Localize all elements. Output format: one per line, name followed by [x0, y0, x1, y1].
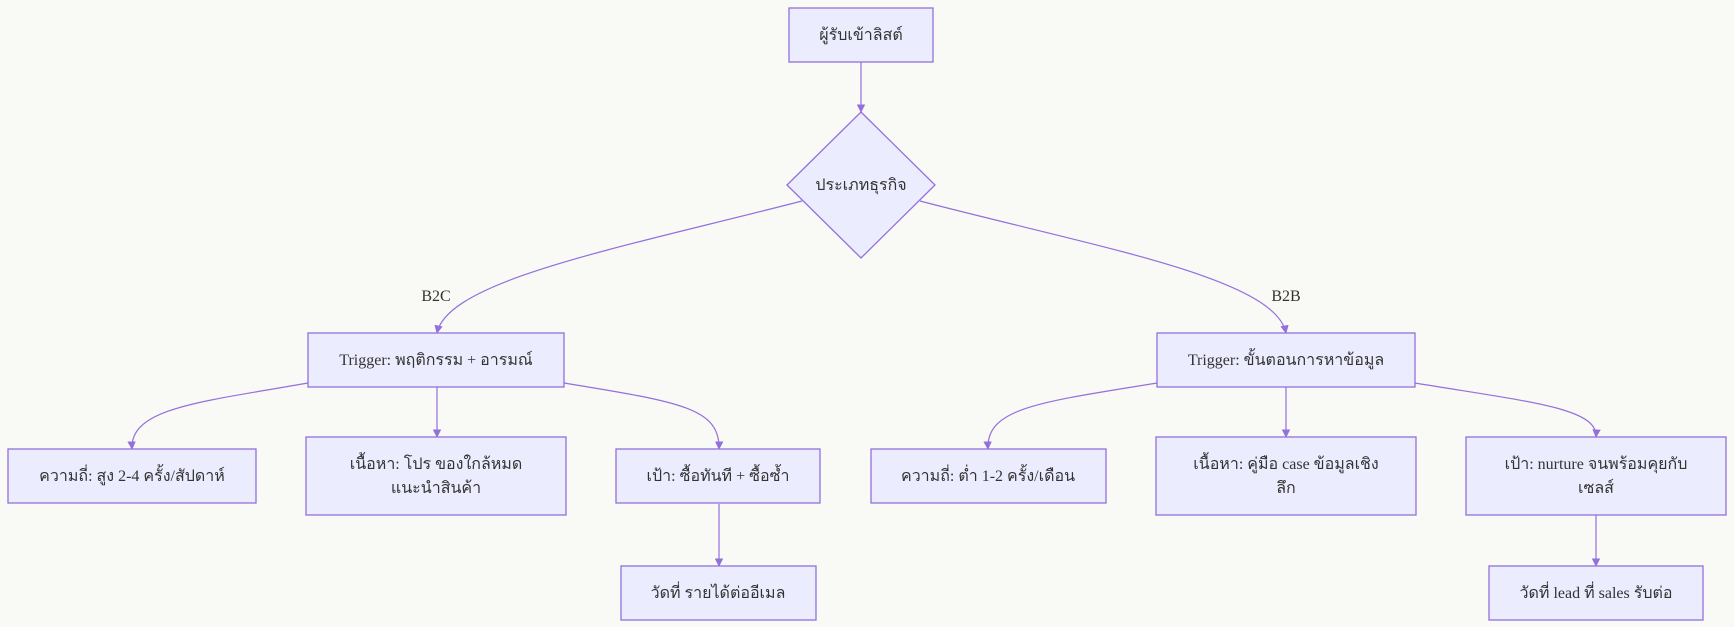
edges [127, 62, 1601, 567]
node-b2c-goal-text: เป้า: ซื้อทันที + ซื้อซ้ำ [647, 464, 790, 485]
edge-decision-to-b2c [434, 200, 803, 334]
node-b2c-content-text-line1: เนื้อหา: โปร ของใกล้หมด [350, 452, 522, 473]
node-start-text: ผู้รับเข้าลิสต์ [819, 25, 902, 45]
node-b2c-goal: เป้า: ซื้อทันที + ซื้อซ้ำ [615, 448, 821, 504]
edge-decision-to-b2b [919, 200, 1289, 334]
node-b2b-frequency-text: ความถี่: ต่ำ 1-2 ครั้ง/เดือน [901, 464, 1075, 485]
node-b2c-content-text-line2: แนะนำสินค้า [391, 479, 481, 497]
node-b2b-content-text-line1: เนื้อหา: คู่มือ case ข้อมูลเชิง [1193, 452, 1378, 474]
node-b2c-content: เนื้อหา: โปร ของใกล้หมด แนะนำสินค้า [305, 436, 567, 516]
node-b2b-metric: วัดที่ lead ที่ sales รับต่อ [1488, 565, 1704, 621]
node-b2b-goal-text-line1: เป้า: nurture จนพร้อมคุยกับ [1505, 455, 1688, 474]
node-b2c-metric-text: วัดที่ รายได้ต่ออีเมล [651, 581, 786, 602]
node-b2b-frequency: ความถี่: ต่ำ 1-2 ครั้ง/เดือน [870, 448, 1107, 504]
node-b2c-trigger-text: Trigger: พฤติกรรม + อารมณ์ [339, 350, 533, 369]
node-b2b-metric-text: วัดที่ lead ที่ sales รับต่อ [1520, 581, 1673, 602]
node-decision-text: ประเภทธุรกิจ [815, 177, 906, 195]
node-b2b-content-text-line2: ลึก [1276, 480, 1296, 497]
node-b2c-trigger: Trigger: พฤติกรรม + อารมณ์ [307, 332, 565, 388]
node-b2b-content: เนื้อหา: คู่มือ case ข้อมูลเชิง ลึก [1155, 436, 1417, 516]
edge-label-b2c: B2C [421, 288, 450, 305]
node-b2c-metric: วัดที่ รายได้ต่ออีเมล [620, 565, 817, 621]
edge-b2b-to-goal [1414, 382, 1601, 438]
edge-b2b-to-frequency [983, 382, 1158, 450]
node-decision: ประเภทธุรกิจ [786, 111, 936, 259]
node-b2b-goal: เป้า: nurture จนพร้อมคุยกับ เซลส์ [1465, 436, 1727, 516]
node-b2b-trigger: Trigger: ขั้นตอนการหาข้อมูล [1156, 332, 1416, 388]
node-b2b-goal-text-line2: เซลส์ [1578, 478, 1614, 497]
node-start: ผู้รับเข้าลิสต์ [788, 7, 934, 63]
edge-b2c-to-frequency [127, 382, 309, 450]
node-b2b-trigger-text: Trigger: ขั้นตอนการหาข้อมูล [1188, 348, 1384, 370]
node-b2c-frequency-text: ความถี่: สูง 2-4 ครั้ง/สัปดาห์ [39, 464, 225, 486]
node-b2c-frequency: ความถี่: สูง 2-4 ครั้ง/สัปดาห์ [7, 448, 257, 504]
edge-b2c-to-goal [563, 382, 724, 450]
edge-label-b2b: B2B [1271, 288, 1300, 305]
